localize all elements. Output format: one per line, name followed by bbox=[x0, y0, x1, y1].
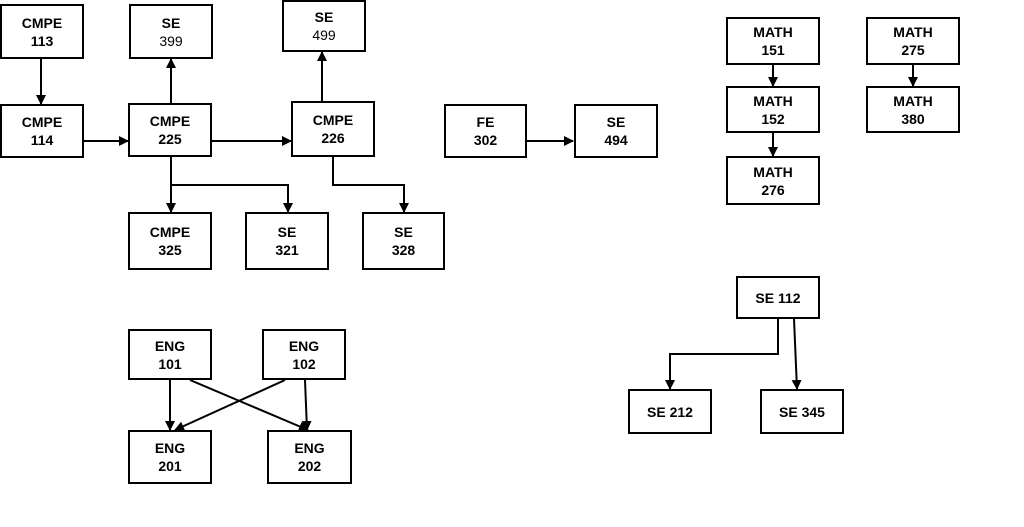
node-se345: SE 345 bbox=[760, 389, 844, 434]
node-cmpe225-dept: CMPE bbox=[149, 113, 191, 129]
node-eng101-dept: ENG bbox=[154, 337, 186, 354]
node-eng101: ENG 101 bbox=[128, 329, 212, 380]
node-math275: MATH 275 bbox=[866, 17, 960, 65]
node-se328-num: 328 bbox=[391, 242, 416, 258]
node-cmpe325: CMPE 325 bbox=[128, 212, 212, 270]
node-cmpe325-num: 325 bbox=[158, 242, 182, 258]
node-math276: MATH 276 bbox=[726, 156, 820, 205]
node-math151-num: 151 bbox=[761, 42, 785, 58]
node-se321-dept: SE bbox=[277, 224, 297, 240]
node-fe302-num: 302 bbox=[473, 132, 498, 148]
node-se328-dept: SE bbox=[394, 224, 413, 240]
node-eng102-dept: ENG bbox=[288, 337, 320, 354]
node-se321-num: 321 bbox=[275, 242, 299, 258]
node-se112-label: SE 112 bbox=[755, 289, 801, 306]
node-se499-num: 499 bbox=[312, 27, 336, 43]
node-math380-num: 380 bbox=[901, 110, 925, 127]
node-eng202-num: 202 bbox=[297, 458, 322, 474]
node-cmpe113: CMPE 113 bbox=[0, 4, 84, 59]
node-cmpe114-dept: CMPE bbox=[21, 114, 63, 130]
node-se499: SE 499 bbox=[282, 0, 366, 52]
node-eng201: ENG 201 bbox=[128, 430, 212, 484]
edge-eng102-eng202 bbox=[301, 379, 312, 431]
edge-eng101-eng202 bbox=[189, 379, 309, 432]
node-cmpe225: CMPE 225 bbox=[128, 103, 212, 157]
node-cmpe225-num: 225 bbox=[158, 131, 182, 147]
node-cmpe226-num: 226 bbox=[321, 130, 345, 146]
node-se494-num: 494 bbox=[604, 132, 628, 148]
edge-se112-se212 bbox=[665, 319, 779, 390]
node-se494: SE 494 bbox=[574, 104, 658, 158]
node-eng101-num: 101 bbox=[158, 355, 182, 372]
node-math380: MATH 380 bbox=[866, 86, 960, 133]
node-cmpe114-num: 114 bbox=[30, 132, 54, 148]
node-eng102-num: 102 bbox=[292, 355, 316, 372]
node-se345-label: SE 345 bbox=[779, 403, 825, 420]
node-se499-dept: SE bbox=[314, 9, 334, 25]
node-math276-num: 276 bbox=[761, 181, 785, 198]
node-cmpe325-dept: CMPE bbox=[149, 224, 191, 240]
node-math275-dept: MATH bbox=[893, 24, 933, 40]
node-math276-dept: MATH bbox=[753, 163, 793, 180]
node-math151-dept: MATH bbox=[753, 24, 793, 40]
node-math151: MATH 151 bbox=[726, 17, 820, 65]
node-eng202-dept: ENG bbox=[294, 440, 325, 456]
node-math275-num: 275 bbox=[901, 42, 925, 58]
node-eng202: ENG 202 bbox=[267, 430, 352, 484]
node-cmpe113-dept: CMPE bbox=[21, 14, 63, 31]
node-eng102: ENG 102 bbox=[262, 329, 346, 380]
node-eng201-dept: ENG bbox=[154, 440, 186, 456]
node-se112: SE 112 bbox=[736, 276, 820, 319]
node-se399-dept: SE bbox=[161, 14, 181, 31]
node-se494-dept: SE bbox=[606, 114, 626, 130]
node-cmpe226: CMPE 226 bbox=[291, 101, 375, 157]
node-eng201-num: 201 bbox=[158, 458, 182, 474]
edge-cmpe225-se321 bbox=[171, 184, 293, 213]
node-math380-dept: MATH bbox=[893, 92, 933, 109]
node-math152-dept: MATH bbox=[753, 92, 793, 109]
node-se212: SE 212 bbox=[628, 389, 712, 434]
node-fe302: FE 302 bbox=[444, 104, 527, 158]
node-cmpe113-num: 113 bbox=[30, 32, 54, 49]
node-se321: SE 321 bbox=[245, 212, 329, 270]
node-math152: MATH 152 bbox=[726, 86, 820, 133]
edge-se112-se345 bbox=[791, 318, 802, 390]
edge-cmpe226-se328 bbox=[332, 157, 409, 213]
node-se399: SE 399 bbox=[129, 4, 213, 59]
node-se328: SE 328 bbox=[362, 212, 445, 270]
node-se399-num: 399 bbox=[159, 32, 183, 49]
node-cmpe114: CMPE 114 bbox=[0, 104, 84, 158]
edge-eng102-eng201 bbox=[174, 379, 286, 431]
node-math152-num: 152 bbox=[761, 110, 785, 127]
node-fe302-dept: FE bbox=[476, 114, 495, 130]
node-cmpe226-dept: CMPE bbox=[312, 112, 354, 128]
node-se212-label: SE 212 bbox=[647, 403, 693, 420]
